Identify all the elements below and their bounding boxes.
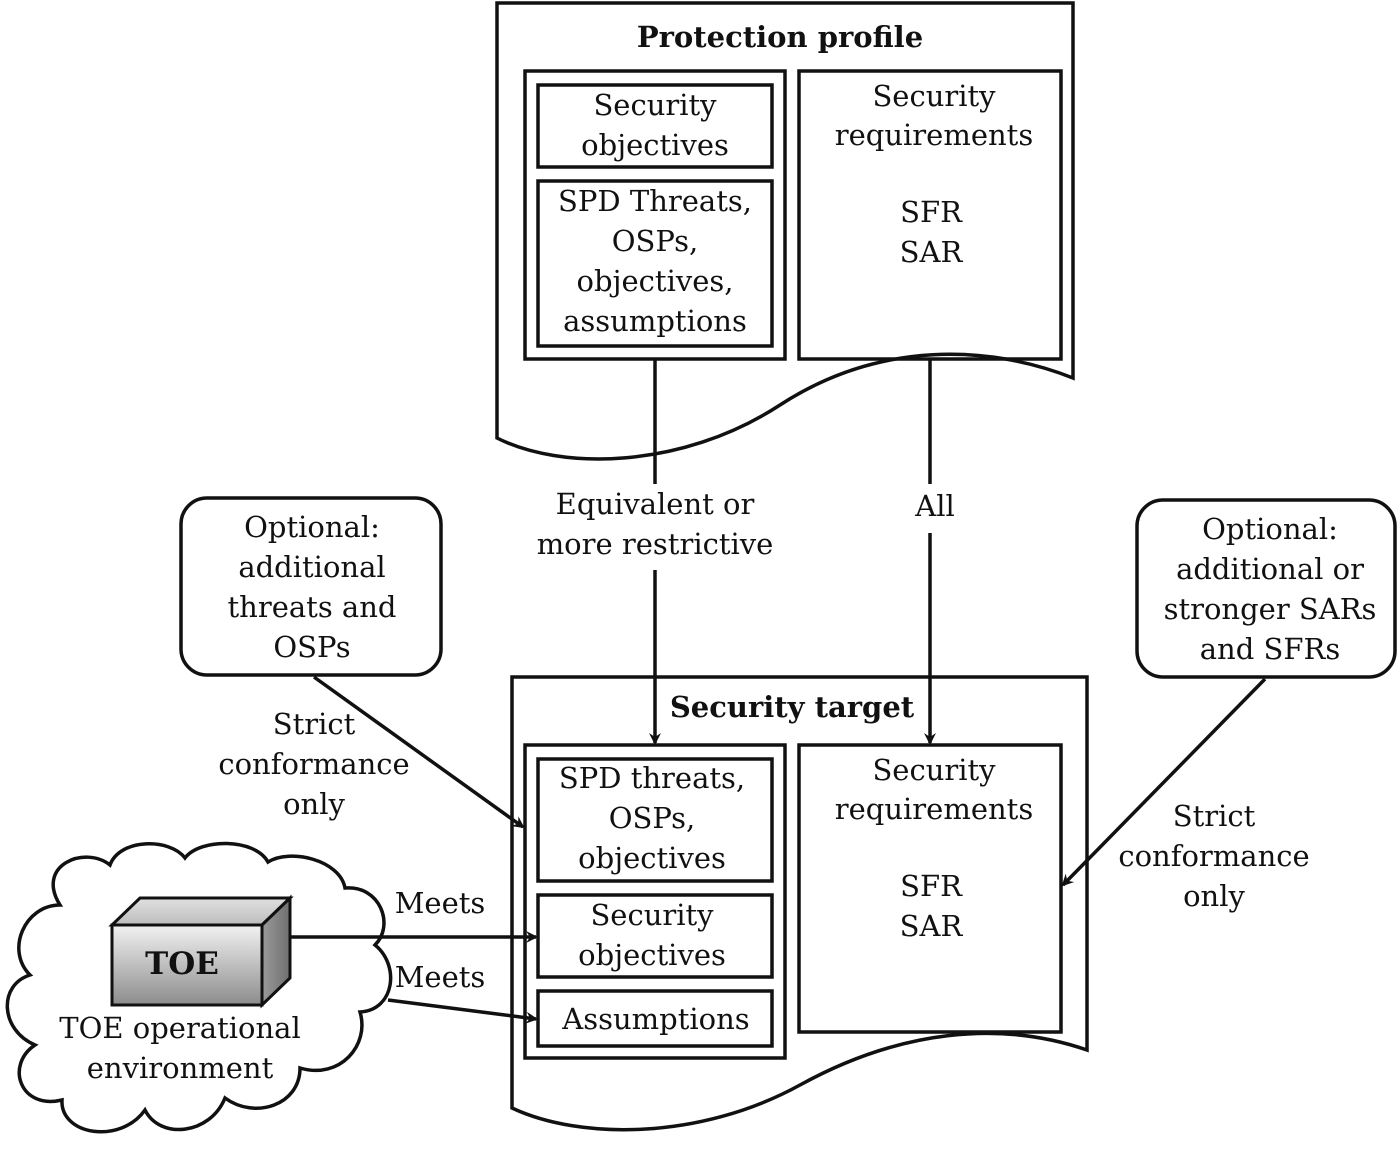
protection-profile: Protection profile Security objectives S…: [495, 1, 1075, 461]
st-left-frame: [523, 743, 787, 1060]
strict-right-line2: conformance: [1118, 839, 1309, 873]
equivalent-label-line2: more restrictive: [537, 527, 774, 561]
pp-spd-line4: assumptions: [563, 304, 747, 338]
optional-left: Optional: additional threats and OSPs St…: [179, 496, 525, 829]
pp-security-requirements-line1: Security: [872, 79, 996, 113]
optional-right-arrow: [1061, 677, 1267, 887]
st-security-objectives-line1: Security: [590, 898, 714, 932]
optional-right-line4: and SFRs: [1200, 632, 1340, 666]
toe-box-top: [108, 896, 294, 927]
optional-left-line1: Optional:: [244, 510, 380, 544]
toe-box-front: [110, 923, 264, 1007]
st-security-requirements-line1: Security: [872, 753, 996, 787]
strict-left-line2: conformance: [218, 747, 409, 781]
optional-sars-box: [1135, 498, 1397, 679]
toe-environment: TOE TOE operational environment Meets Me…: [5, 841, 538, 1134]
pp-spd-line2: OSPs,: [612, 224, 698, 258]
st-security-objectives-line2: objectives: [578, 938, 726, 972]
st-security-requirements-box: [797, 743, 1063, 1034]
optional-right-line1: Optional:: [1202, 512, 1338, 546]
all-label: All: [914, 489, 955, 523]
optional-threats-box: [179, 496, 443, 677]
pp-st-connectors: Equivalent or more restrictive All: [537, 359, 955, 745]
pp-spd-line1: SPD Threats,: [558, 184, 752, 218]
pp-sfr: SFR: [900, 195, 963, 229]
toe-environment-line1: TOE operational: [59, 1011, 300, 1045]
optional-right-line3: stronger SARs: [1164, 592, 1377, 626]
meets-assumptions-arrow: [387, 998, 538, 1024]
st-assumptions-label: Assumptions: [561, 1002, 749, 1036]
pp-security-objectives-line2: objectives: [581, 128, 729, 162]
st-spd-line2: OSPs,: [609, 801, 695, 835]
strict-right-line1: Strict: [1173, 799, 1256, 833]
security-target-title: Security target: [670, 690, 915, 724]
pp-spd-line3: objectives,: [577, 264, 734, 298]
strict-right-line3: only: [1183, 879, 1245, 913]
optional-left-arrow: [312, 675, 525, 829]
strict-left-line1: Strict: [273, 707, 356, 741]
st-spd-box: [536, 757, 774, 883]
strict-left-line3: only: [283, 787, 345, 821]
st-security-objectives-box: [536, 893, 774, 979]
optional-right: Optional: additional or stronger SARs an…: [1061, 498, 1397, 913]
st-sfr: SFR: [900, 869, 963, 903]
meets-label-2: Meets: [395, 960, 486, 994]
st-assumptions-box: [536, 989, 774, 1048]
security-target: Security target SPD threats, OSPs, objec…: [510, 675, 1089, 1132]
optional-left-line4: OSPs: [273, 630, 350, 664]
st-spd-line1: SPD threats,: [559, 761, 745, 795]
st-spd-line3: objectives: [578, 841, 726, 875]
optional-left-line2: additional: [238, 550, 385, 584]
meets-label-1: Meets: [395, 886, 486, 920]
pp-security-objectives-line1: Security: [593, 88, 717, 122]
st-security-requirements-line2: requirements: [835, 792, 1033, 826]
pp-sar: SAR: [900, 235, 964, 269]
toe-environment-line2: environment: [87, 1051, 274, 1085]
pp-spd-box: [536, 179, 774, 348]
optional-left-line3: threats and: [228, 590, 397, 624]
pp-security-requirements-line2: requirements: [835, 118, 1033, 152]
equivalent-label-line1: Equivalent or: [556, 487, 755, 521]
st-sar: SAR: [900, 909, 964, 943]
toe-label: TOE: [145, 946, 219, 982]
protection-profile-title: Protection profile: [637, 20, 923, 54]
pp-security-objectives-box: [536, 83, 774, 169]
optional-right-line2: additional or: [1176, 552, 1364, 586]
